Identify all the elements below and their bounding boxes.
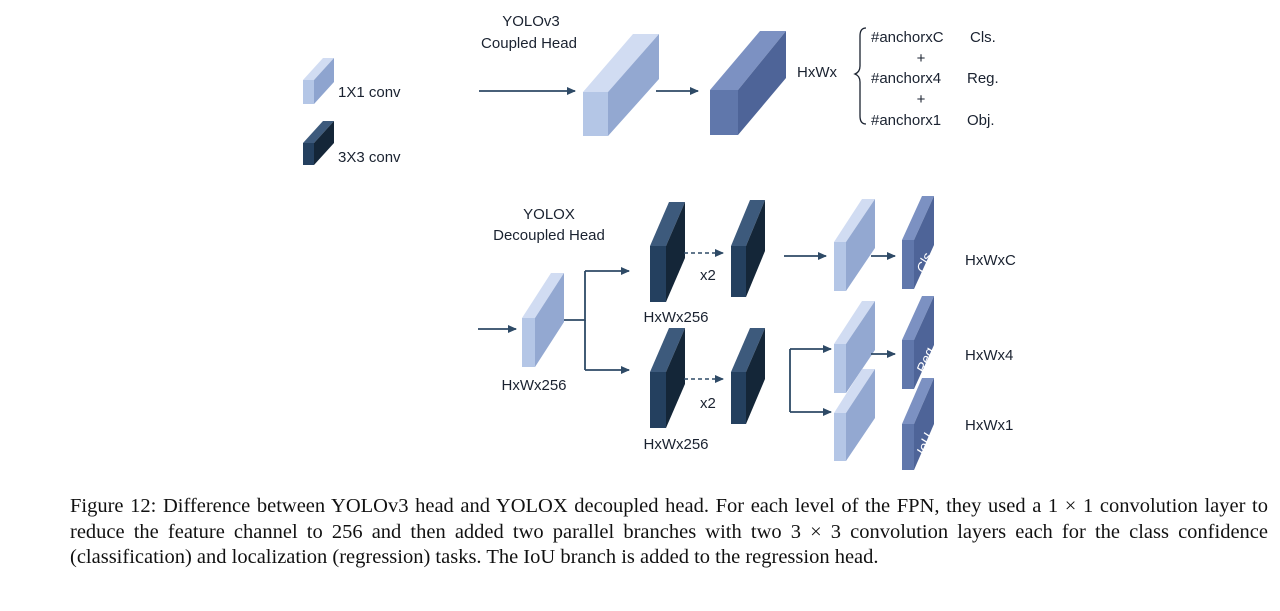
yolov3-output-cls-channels: #anchorxC	[871, 29, 944, 46]
figure-caption-text: Figure 12: Difference between YOLOv3 hea…	[70, 495, 1268, 568]
cls-branch-dim: HxWx256	[643, 309, 708, 326]
reg-branch-3x3-block-1	[650, 328, 685, 428]
branch-split-line	[564, 271, 586, 321]
yolox-head: YOLOX Decoupled Head HxWx256 x2 HxWx256	[478, 196, 1016, 470]
reg-output-block: Reg.	[902, 296, 939, 389]
yolox-stem-1x1-block	[522, 273, 564, 367]
yolov3-output-reg-task: Reg.	[967, 70, 999, 87]
yolox-title: YOLOX	[523, 206, 575, 223]
legend-3x3-block	[303, 121, 334, 165]
cls-1x1-block	[834, 199, 875, 291]
yolov3-head: YOLOv3 Coupled Head HxWx #anchorxC Cls. …	[479, 13, 999, 136]
reg-repeat-label: x2	[700, 395, 716, 412]
reg-output-dim: HxWx4	[965, 347, 1013, 364]
cls-repeat-label: x2	[700, 267, 716, 284]
iou-output-dim: HxWx1	[965, 417, 1013, 434]
yolov3-subtitle: Coupled Head	[481, 35, 577, 52]
iou-1x1-block	[834, 369, 875, 461]
cls-branch-3x3-block-1	[650, 202, 685, 302]
yolov3-title: YOLOv3	[502, 13, 560, 30]
legend-1x1-label: 1X1 conv	[338, 84, 401, 101]
cls-branch-3x3-block-2	[731, 200, 765, 297]
cls-output-dim: HxWxC	[965, 252, 1016, 269]
yolov3-output-obj-channels: #anchorx1	[871, 112, 941, 129]
yolox-subtitle: Decoupled Head	[493, 227, 605, 244]
yolov3-output-brace	[853, 27, 867, 125]
head-comparison-diagram: 1X1 conv 3X3 conv YOLOv3 Coupled Head Hx…	[303, 13, 1016, 470]
yolov3-output-cls-task: Cls.	[970, 29, 996, 46]
plus-sign: +	[917, 91, 926, 108]
reg-1x1-block	[834, 301, 875, 393]
plus-sign: +	[917, 50, 926, 67]
yolov3-output-block	[710, 31, 786, 135]
yolov3-output-reg-channels: #anchorx4	[871, 70, 941, 87]
yolov3-output-obj-task: Obj.	[967, 112, 995, 129]
cls-output-block: Cls.	[902, 196, 937, 289]
figure-caption: Figure 12: Difference between YOLOv3 hea…	[70, 494, 1268, 571]
legend-1x1-block	[303, 58, 334, 104]
reg-branch-dim: HxWx256	[643, 436, 708, 453]
yolox-stem-dim: HxWx256	[501, 377, 566, 394]
reg-branch-3x3-block-2	[731, 328, 765, 424]
iou-output-block: IoU.	[902, 378, 937, 470]
yolov3-output-dim: HxWx	[797, 64, 837, 81]
legend: 1X1 conv 3X3 conv	[303, 58, 401, 166]
yolov3-1x1-block	[583, 34, 659, 136]
legend-3x3-label: 3X3 conv	[338, 149, 401, 166]
